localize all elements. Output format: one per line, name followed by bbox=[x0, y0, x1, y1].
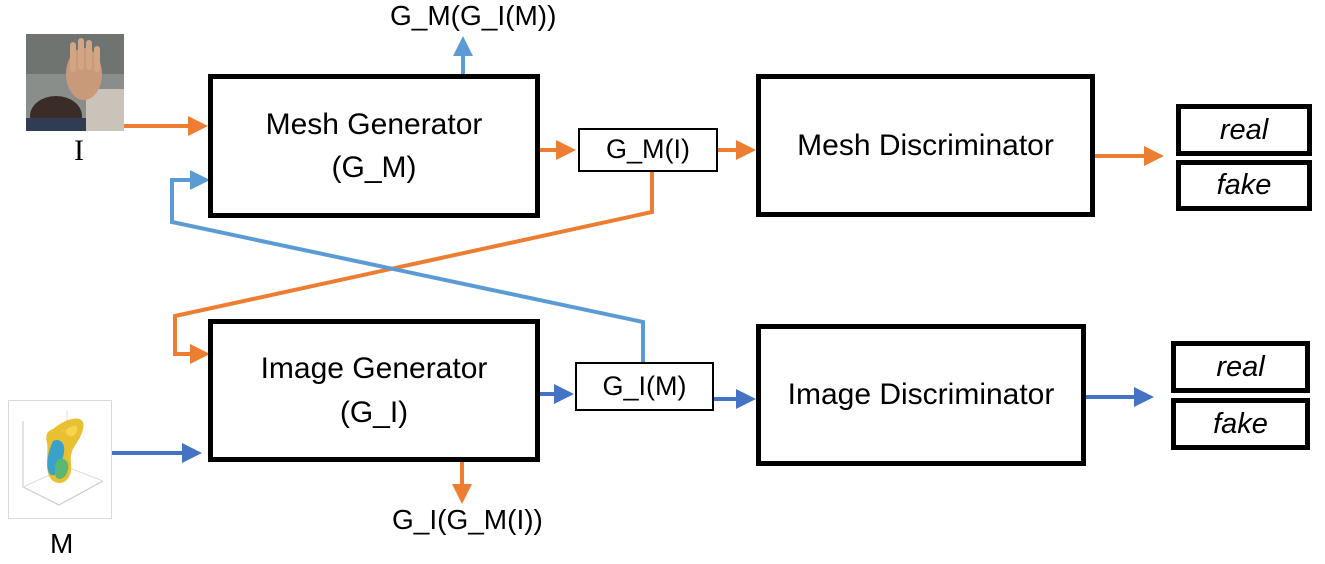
mesh-fake-output: fake bbox=[1176, 160, 1312, 211]
mesh-generator-symbol: (G_M) bbox=[331, 151, 417, 184]
image-discriminator-block: Image Discriminator bbox=[756, 324, 1086, 466]
generated-image-label: G_I(M) bbox=[602, 370, 687, 401]
mesh-generator-title: Mesh Generator bbox=[265, 107, 483, 141]
image-real-output: real bbox=[1171, 341, 1310, 393]
mesh-input-label: M bbox=[50, 528, 74, 559]
image-discriminator-label: Image Discriminator bbox=[787, 378, 1055, 412]
mesh-discriminator-label: Mesh Discriminator bbox=[797, 128, 1054, 162]
image-real-label: real bbox=[1216, 350, 1265, 383]
arrow-gm-to-image-generator bbox=[173, 172, 654, 364]
hand-photo-icon bbox=[26, 34, 124, 131]
generated-image-node: G_I(M) bbox=[575, 362, 714, 411]
image-generator-symbol: (G_I) bbox=[339, 395, 409, 429]
generated-mesh-label: G_M(I) bbox=[606, 134, 690, 165]
mesh-plot-icon bbox=[8, 400, 112, 519]
image-cycle-output-label: G_I(G_M(I)) bbox=[392, 504, 543, 535]
image-fake-label: fake bbox=[1213, 407, 1268, 440]
arrow-gi-to-mesh-generator bbox=[170, 170, 645, 362]
generated-mesh-node: G_M(I) bbox=[578, 128, 718, 172]
image-fake-output: fake bbox=[1171, 398, 1310, 450]
mesh-cycle-output-label: G_M(G_I(M)) bbox=[390, 0, 557, 31]
mesh-fake-label: fake bbox=[1216, 169, 1272, 202]
mesh-real-label: real bbox=[1219, 113, 1269, 146]
mesh-generator-block: Mesh Generator (G_M) bbox=[208, 74, 540, 218]
image-generator-title: Image Generator bbox=[260, 352, 488, 385]
mesh-discriminator-block: Mesh Discriminator bbox=[756, 74, 1095, 217]
image-generator-block: Image Generator (G_I) bbox=[208, 319, 540, 462]
image-input-label: I bbox=[74, 134, 84, 167]
mesh-real-output: real bbox=[1176, 104, 1312, 156]
